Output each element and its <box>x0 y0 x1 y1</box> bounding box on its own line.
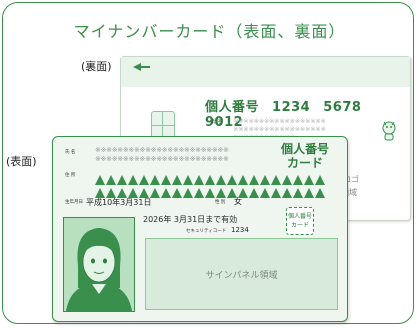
back-name-label: 氏 名 <box>211 119 223 125</box>
sex-label: 性 別 <box>215 200 226 205</box>
card-seal-stamp: 個人番号カード <box>286 207 314 235</box>
mascot-icon <box>382 121 396 141</box>
card-title: 個人番号 カード <box>265 142 345 170</box>
arrow-left-icon <box>133 63 141 71</box>
front-side-label: (表面) <box>6 155 37 168</box>
signature-panel-label: サインパネル領域 <box>205 270 278 281</box>
back-stars-line: ※※※※※※※※※※※※※※※※※※ <box>233 125 326 133</box>
security-code: 1234 <box>231 226 249 234</box>
name-stars-2: ※※※※※※※※※※※※※※※※※※※※※※※※ <box>95 155 229 163</box>
sex-value: 女 <box>234 197 242 206</box>
seal-text: 個人番号カード <box>287 213 312 229</box>
magnetic-stripe <box>121 57 410 87</box>
birth-date: 平成10年3月31日 <box>86 198 152 207</box>
address-label: 住 所 <box>65 173 76 178</box>
address-masked-pattern <box>95 175 325 198</box>
page-title: マイナンバーカード（表面、裏面） <box>73 22 346 41</box>
card-front: 氏 名 ※※※※※※※※※※※※※※※※※※※※※※※※ ※※※※※※※※※※※… <box>52 136 348 322</box>
name-stars-1: ※※※※※※※※※※※※※※※※※※※※※※※※ <box>95 146 229 154</box>
number-group-1: 1234 <box>272 100 311 115</box>
individual-number-title: 個人番号 <box>205 100 260 115</box>
number-group-3: 9012 <box>205 115 244 130</box>
birth-label: 生年月日 <box>65 200 83 205</box>
expiry-date: 2026年 3月31日まで有効 <box>143 215 238 224</box>
back-side-label: (裏面) <box>81 60 112 73</box>
number-group-2: 5678 <box>323 100 362 115</box>
portrait-illustration <box>64 218 134 311</box>
card-title-line2: カード <box>286 156 323 170</box>
individual-number-row: 個人番号 1234 5678 9012 <box>205 96 410 130</box>
region-label: 領域 <box>341 188 357 197</box>
outer-frame <box>2 2 414 324</box>
security-code-label: セキュリティコード <box>186 229 227 234</box>
signature-panel: サインパネル領域 <box>145 238 338 310</box>
card-title-line1: 個人番号 <box>280 142 329 156</box>
portrait-photo <box>63 217 135 312</box>
front-name-label: 氏 名 <box>65 150 76 155</box>
back-stars-line: ※※※※※※※※※※※※※※※※※※ <box>233 117 326 125</box>
logo-area-label: ロゴ <box>343 175 359 184</box>
arrow-line <box>140 66 150 68</box>
